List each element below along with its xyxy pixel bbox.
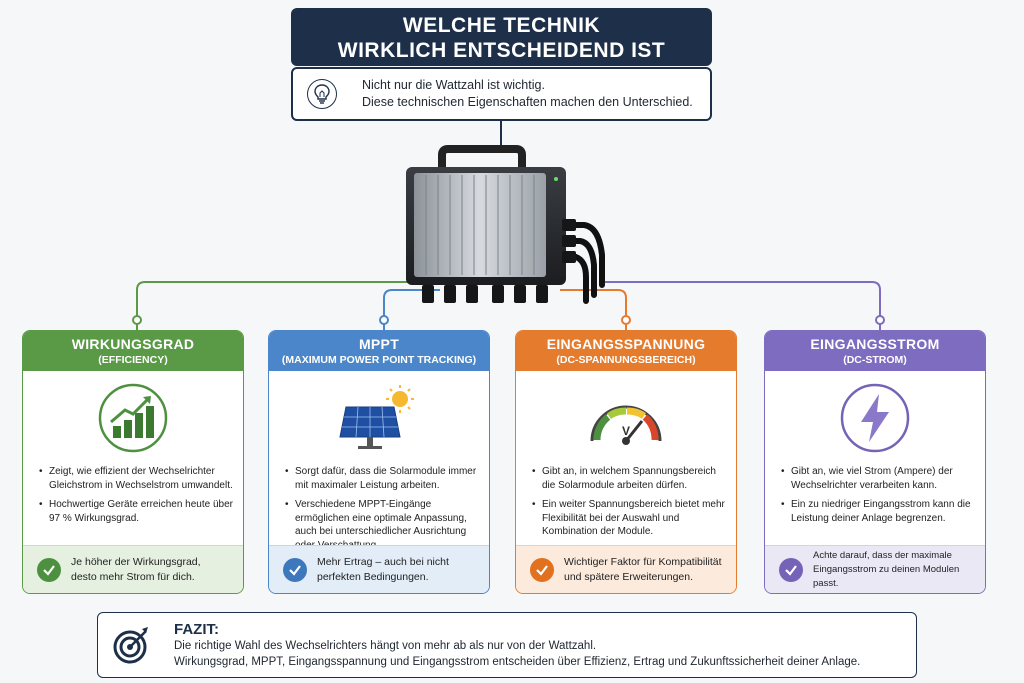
card-footer-text: Achte darauf, dass der maximale Eingangs… <box>813 549 960 589</box>
card-subtitle: (DC-SPANNUNGSBEREICH) <box>556 354 696 366</box>
card-eingangsstrom: EINGANGSSTROM (DC-STROM) Gibt an, wie vi… <box>764 330 986 594</box>
growth-chart-icon <box>98 383 168 453</box>
card-footer: Je höher der Wirkungsgrad, desto mehr St… <box>23 545 243 593</box>
card-header: EINGANGSSPANNUNG (DC-SPANNUNGSBEREICH) <box>516 331 736 371</box>
microinverter-image <box>406 145 605 304</box>
bullet-item: Gibt an, in welchem Spannungsbereich die… <box>532 465 728 492</box>
gauge-unit: V <box>622 424 630 438</box>
card-subtitle: (EFFICIENCY) <box>98 354 168 366</box>
card-footer-text: Mehr Ertrag – auch bei nicht perfekten B… <box>317 555 449 583</box>
voltmeter-gauge-icon: V <box>590 405 662 445</box>
intro-line-2: Diese technischen Eigenschaften machen d… <box>362 95 693 109</box>
card-footer: Wichtiger Faktor für Kompatibilität und … <box>516 545 736 593</box>
card-mppt: MPPT (MAXIMUM POWER POINT TRACKING) Sorg… <box>268 330 490 594</box>
checkmark-icon <box>37 557 61 582</box>
card-header: MPPT (MAXIMUM POWER POINT TRACKING) <box>269 331 489 371</box>
card-title: WIRKUNGSGRAD <box>71 336 195 352</box>
solar-panel-sun-icon <box>339 385 414 449</box>
card-title: EINGANGSSPANNUNG <box>546 336 706 352</box>
fazit-title: FAZIT: <box>174 620 219 638</box>
card-bullets: Gibt an, in welchem Spannungsbereich die… <box>516 465 736 539</box>
intro-box: Nicht nur die Wattzahl ist wichtig. Dies… <box>291 67 712 121</box>
checkmark-icon <box>283 557 307 582</box>
bullet-item: Ein zu niedriger Eingangsstrom kann die … <box>781 498 977 525</box>
card-bullets: Gibt an, wie viel Strom (Ampere) der Wec… <box>765 465 985 525</box>
intro-text: Nicht nur die Wattzahl ist wichtig. Dies… <box>362 77 693 111</box>
title-line-2: WIRKLICH ENTSCHEIDEND IST <box>337 39 666 62</box>
card-footer: Achte darauf, dass der maximale Eingangs… <box>765 545 985 593</box>
card-footer: Mehr Ertrag – auch bei nicht perfekten B… <box>269 545 489 593</box>
card-bullets: Zeigt, wie effizient der Wechselrichter … <box>23 465 243 525</box>
title-line-1: WELCHE TECHNIK <box>402 14 601 37</box>
card-bullets: Sorgt dafür, dass die Solarmodule immer … <box>269 465 489 552</box>
card-subtitle: (DC-STROM) <box>843 354 907 366</box>
card-header: WIRKUNGSGRAD (EFFICIENCY) <box>23 331 243 371</box>
lightning-bolt-icon <box>840 383 910 453</box>
target-arrow-icon <box>113 627 148 664</box>
card-footer-text: Wichtiger Faktor für Kompatibilität und … <box>564 555 722 583</box>
bullet-item: Sorgt dafür, dass die Solarmodule immer … <box>285 465 481 492</box>
bullet-item: Ein weiter Spannungsbereich bietet mehr … <box>532 498 728 539</box>
card-subtitle: (MAXIMUM POWER POINT TRACKING) <box>281 354 477 366</box>
card-title: MPPT <box>358 336 400 352</box>
card-header: EINGANGSSTROM (DC-STROM) <box>765 331 985 371</box>
fazit-line-1: Die richtige Wahl des Wechselrichters hä… <box>174 639 597 652</box>
bullet-item: Zeigt, wie effizient der Wechselrichter … <box>39 465 235 492</box>
card-eingangsspannung: EINGANGSSPANNUNG (DC-SPANNUNGSBEREICH) V… <box>515 330 737 594</box>
page-title: WELCHE TECHNIK WIRKLICH ENTSCHEIDEND IST <box>291 8 712 66</box>
bullet-item: Verschiedene MPPT-Eingänge ermöglichen e… <box>285 498 481 552</box>
card-wirkungsgrad: WIRKUNGSGRAD (EFFICIENCY) Zeigt, wie eff… <box>22 330 244 594</box>
card-title: EINGANGSSTROM <box>810 336 940 352</box>
intro-line-1: Nicht nur die Wattzahl ist wichtig. <box>362 78 545 92</box>
checkmark-icon <box>530 557 554 582</box>
card-footer-text: Je höher der Wirkungsgrad, desto mehr St… <box>71 555 201 583</box>
lightbulb-icon <box>307 79 337 109</box>
checkmark-icon <box>779 557 803 582</box>
fazit-box: FAZIT: Die richtige Wahl des Wechselrich… <box>97 612 917 678</box>
bullet-item: Hochwertige Geräte erreichen heute über … <box>39 498 235 525</box>
fazit-line-2: Wirkungsgrad, MPPT, Eingangsspannung und… <box>174 655 861 668</box>
bullet-item: Gibt an, wie viel Strom (Ampere) der Wec… <box>781 465 977 492</box>
